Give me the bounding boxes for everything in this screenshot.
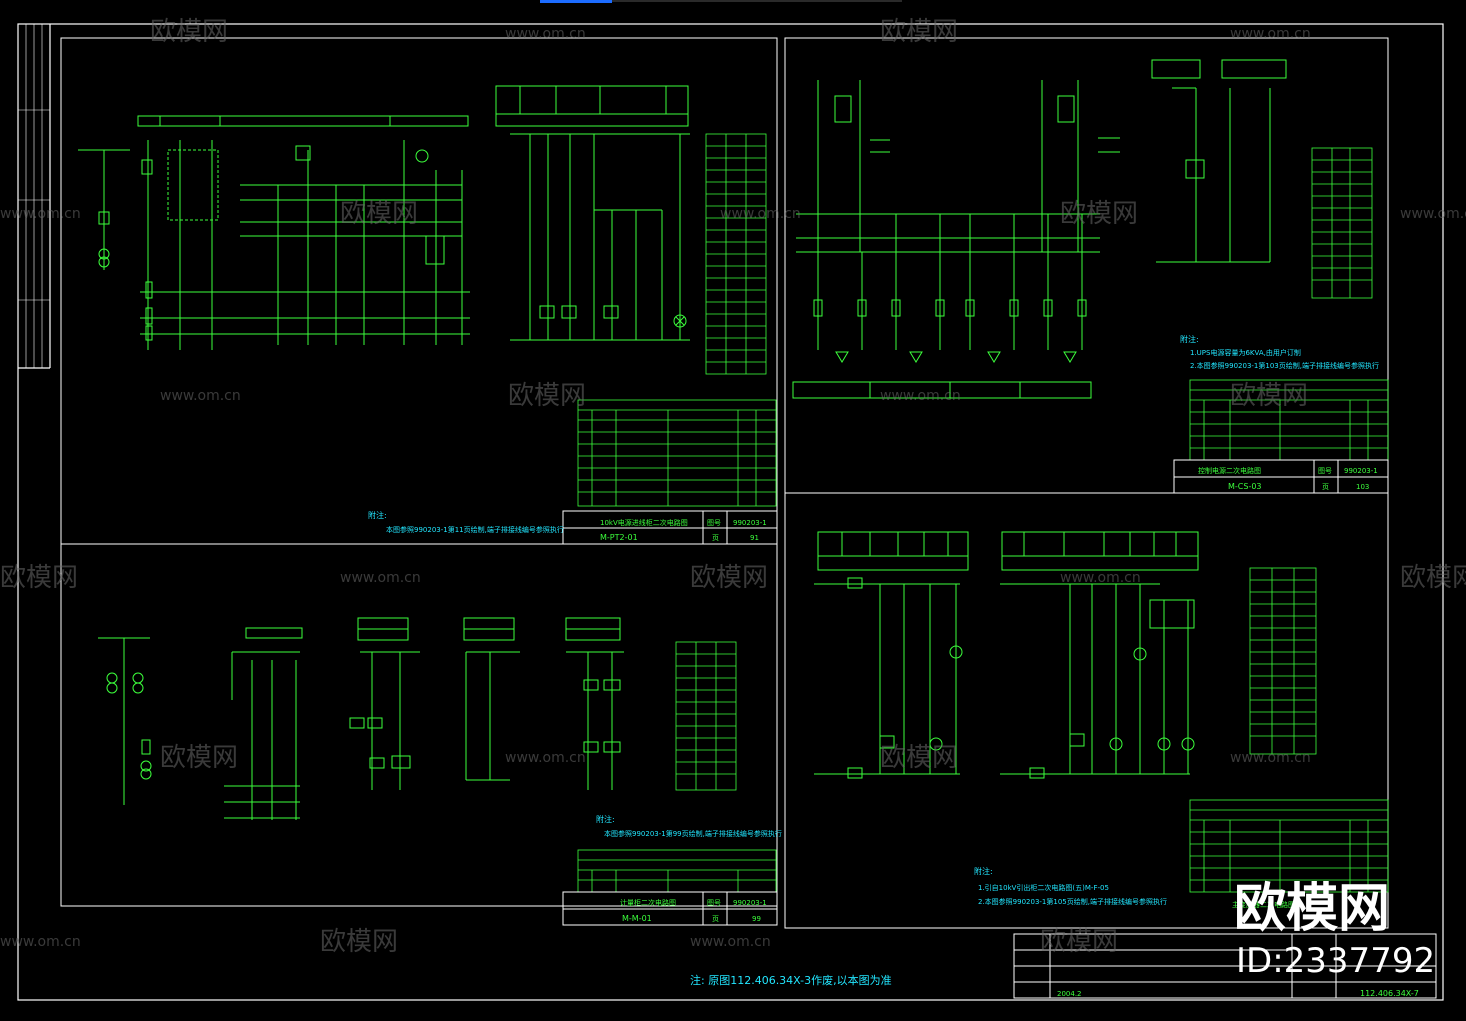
sheet-tl-note: 本图参照990203-1第11页绘制,端子排接线编号参照执行	[386, 525, 564, 534]
sheet-tr-page-label: 页	[1322, 483, 1329, 491]
sheet-tl-code-label: 图号	[707, 519, 721, 527]
watermark-site: www.om.cn	[340, 570, 421, 586]
bottom-note: 注: 原图112.406.34X-3作废,以本图为准	[690, 973, 892, 987]
sheet-bl-schematic	[98, 617, 624, 820]
watermark-site: www.om.cn	[505, 750, 586, 766]
watermark-id: ID:2337792	[1236, 941, 1435, 981]
sheet-bl-code-label: 图号	[707, 899, 721, 907]
sheet-tl-title: 10kV电源进线柜二次电路图	[600, 518, 688, 527]
watermark-brand: 欧模网	[320, 927, 398, 957]
sheet-tl-code: 990203-1	[733, 519, 767, 527]
sheet-bl-subcode: M-M-01	[622, 914, 652, 923]
sheet-bl-page: 99	[752, 915, 761, 923]
sheet-tr-note-2: 2.本图参照990203-1第103页绘制,端子排接线编号参照执行	[1190, 361, 1379, 370]
sheet-bl-title: 计量柜二次电路图	[620, 898, 676, 907]
watermark-site: www.om.cn	[0, 934, 81, 950]
sheet-tr-title: 控制电源二次电路图	[1198, 466, 1261, 475]
watermark-site: www.om.cn	[1230, 26, 1311, 42]
watermark-brand: 欧模网	[1400, 563, 1466, 593]
titleblock-date: 2004.2	[1057, 990, 1082, 998]
sheet-tr-code-label: 图号	[1318, 467, 1332, 475]
sheet-tl-titleblock	[562, 510, 778, 545]
sheet-tr-note-1: 1.UPS电源容量为6KVA,由用户订制	[1190, 348, 1301, 357]
watermark-site: www.om.cn	[690, 934, 771, 950]
watermark-brand: 欧模网	[0, 563, 78, 593]
watermark-site: www.om.cn	[1400, 206, 1466, 222]
sheet-frames	[60, 37, 1389, 929]
binding-margin-grid	[18, 24, 50, 368]
sheet-tl-terminal-table	[705, 133, 767, 375]
sheet-tl-equipment-list	[577, 399, 777, 507]
sheet-bl-note-title: 附注:	[596, 814, 615, 824]
sheet-bl-terminal-table	[675, 641, 737, 791]
watermark-site: www.om.cn	[880, 388, 961, 404]
viewer-top-bar	[612, 0, 902, 2]
sheet-tl-page: 91	[750, 534, 759, 542]
sheet-br-title: 主变压器二次电路图	[1232, 900, 1295, 909]
sheet-tr-terminal-table	[1311, 147, 1373, 299]
sheet-tr-code: 990203-1	[1344, 467, 1378, 475]
watermark-site: www.om.cn	[1060, 570, 1141, 586]
sheet-br-equipment-list	[1189, 799, 1389, 893]
viewer-tab-indicator	[540, 0, 612, 3]
titleblock-drawing-no: 112.406.34X-7	[1360, 989, 1419, 998]
watermark-brand: 欧模网	[1060, 199, 1138, 229]
sheet-tl-subcode: M-PT2-01	[600, 533, 638, 542]
watermark-site: www.om.cn	[505, 26, 586, 42]
watermark-site: www.om.cn	[0, 206, 81, 222]
sheet-br-note-1: 1.引自10kV引出柜二次电路图(五)M-F-05	[978, 883, 1109, 892]
watermark-brand: 欧模网	[1230, 381, 1308, 411]
sheet-tr-equipment-list	[1189, 379, 1389, 461]
sheet-tr-note-title: 附注:	[1180, 334, 1199, 344]
sheet-br-schematic	[814, 531, 1199, 779]
sheet-br-terminal-table	[1249, 567, 1317, 755]
watermark-brand: 欧模网	[1040, 927, 1118, 957]
watermark-brand-large: 欧模网	[1234, 879, 1390, 939]
sheet-br-note-2: 2.本图参照990203-1第105页绘制,端子排接线编号参照执行	[978, 897, 1167, 906]
sheet-bl-code: 990203-1	[733, 899, 767, 907]
sheet-tr-page: 103	[1356, 483, 1369, 491]
watermark-brand: 欧模网	[690, 563, 768, 593]
sheet-bl-equipment-list	[577, 849, 777, 893]
watermark-brand: 欧模网	[508, 381, 586, 411]
sheet-tr-subcode: M-CS-03	[1228, 482, 1262, 491]
watermark-site: www.om.cn	[1230, 750, 1311, 766]
main-titleblock	[1013, 933, 1437, 999]
watermark-site: www.om.cn	[720, 206, 801, 222]
sheet-br-note-title: 附注:	[974, 866, 993, 876]
sheet-tr-schematic	[792, 59, 1287, 399]
sheet-tl-schematic	[78, 115, 470, 350]
sheet-tl-note-title: 附注:	[368, 510, 387, 520]
watermark-layer: 欧模网 www.om.cn 欧模网 www.om.cn www.om.cn 欧模…	[0, 17, 1466, 957]
sheet-bl-page-label: 页	[712, 915, 719, 923]
sheet-bl-note: 本图参照990203-1第99页绘制,端子排接线编号参照执行	[604, 829, 782, 838]
sheet-tl-page-label: 页	[712, 534, 719, 542]
watermark-brand: 欧模网	[160, 743, 238, 773]
sheet-tl-control	[495, 85, 690, 341]
watermark-brand: 欧模网	[150, 17, 228, 47]
watermark-brand: 欧模网	[340, 199, 418, 229]
watermark-brand: 欧模网	[880, 743, 958, 773]
watermark-brand: 欧模网	[880, 17, 958, 47]
watermark-site: www.om.cn	[160, 388, 241, 404]
sheet-bl-titleblock	[562, 891, 778, 926]
sheet-tr-titleblock	[1173, 459, 1389, 494]
drawing-frame	[17, 23, 1444, 1001]
